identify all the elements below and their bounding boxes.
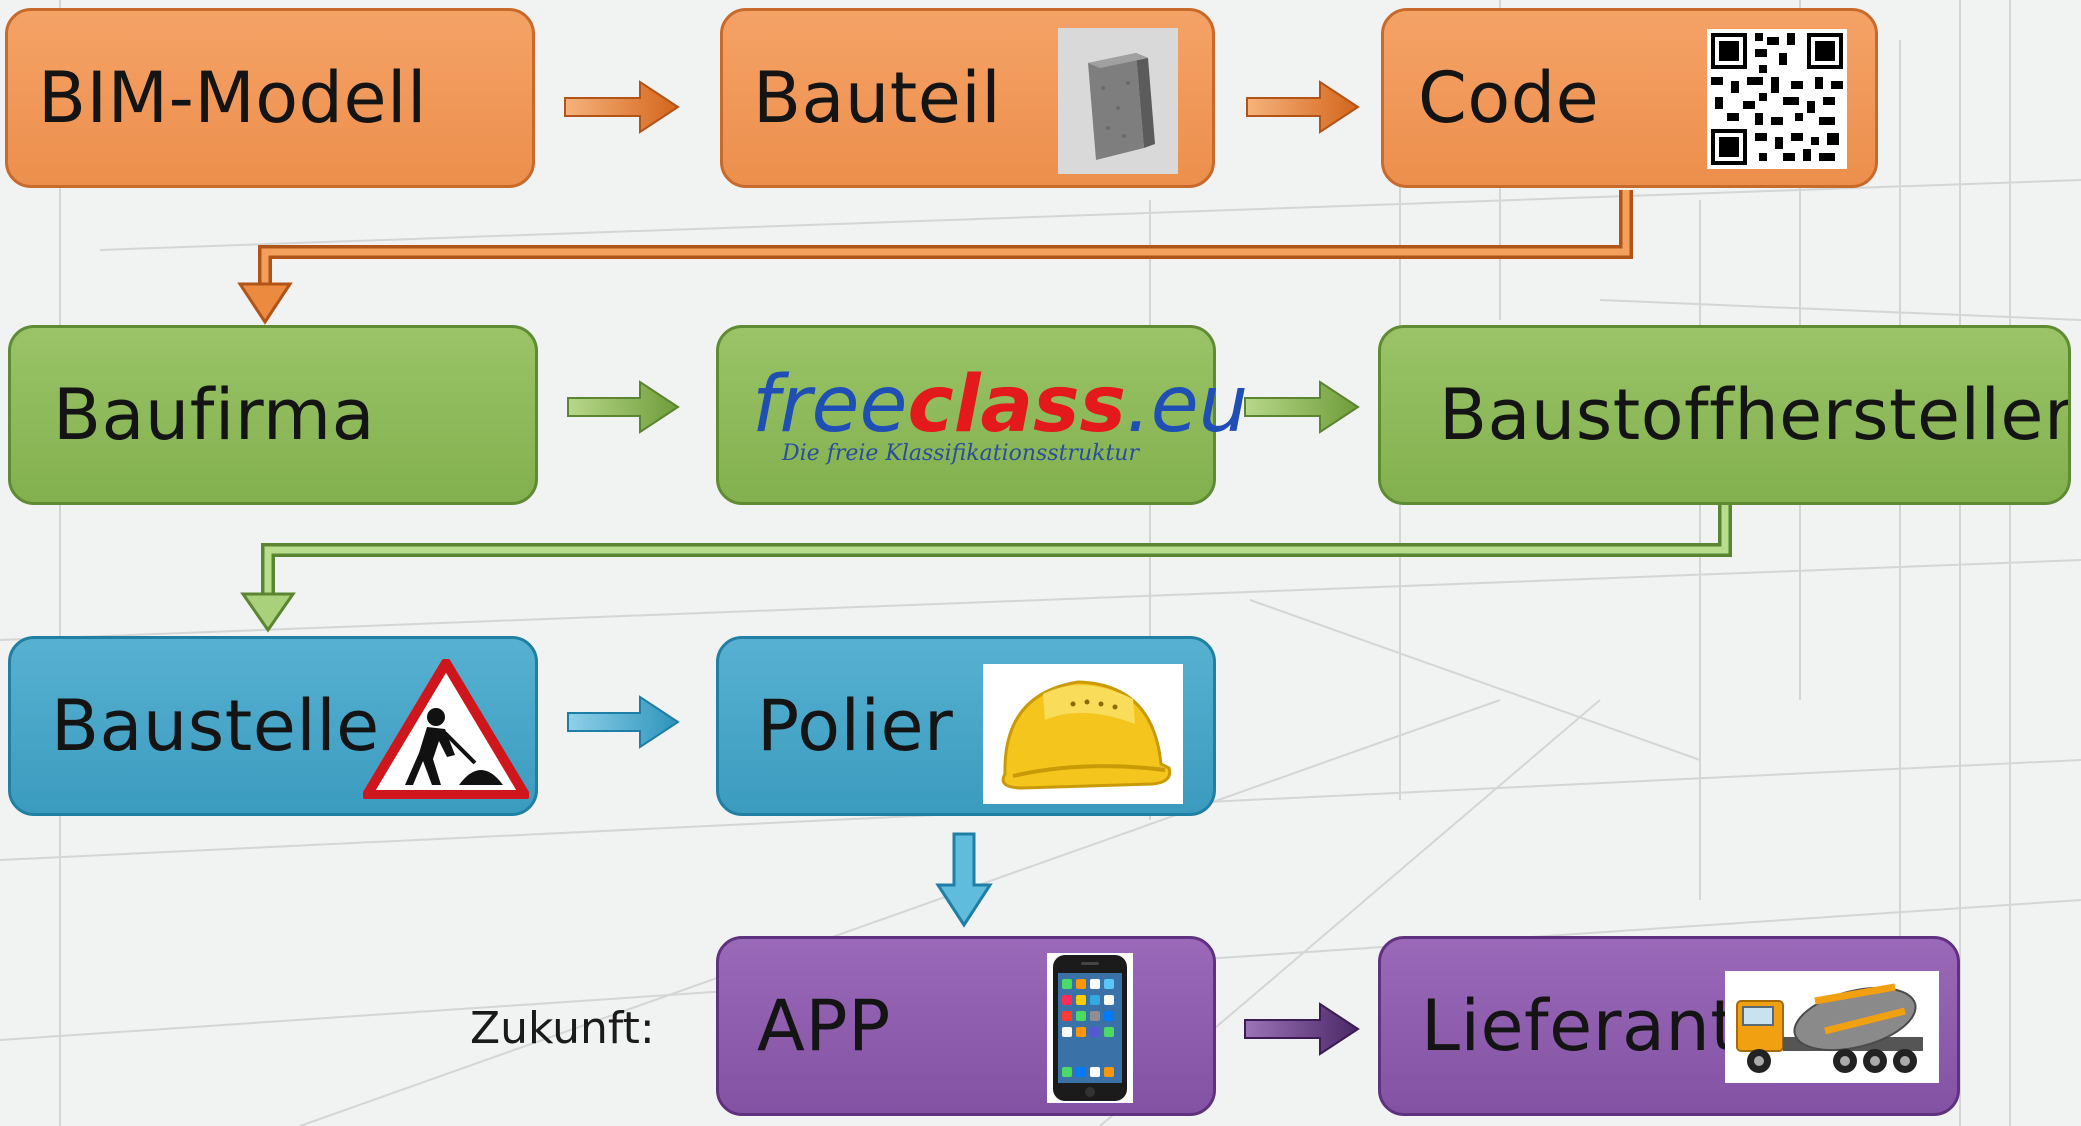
baustoffhersteller-box: Baustoffhersteller <box>1378 325 2071 505</box>
arrow-baustelle-to-polier <box>567 695 680 749</box>
app-label: APP <box>757 985 891 1067</box>
freeclass-box <box>716 325 1216 505</box>
arrow-polier-to-app <box>935 832 993 928</box>
code-box: Code <box>1381 8 1878 188</box>
freeclass-free: free <box>752 360 908 450</box>
bauteil-label: Bauteil <box>753 57 1002 139</box>
connector-code-to-baufirma <box>258 190 1633 290</box>
baufirma-label: Baufirma <box>53 374 376 456</box>
app-box: APP <box>716 936 1216 1116</box>
construction-sign-icon <box>362 658 530 800</box>
arrow-baufirma-to-freeclass <box>567 380 680 434</box>
polier-label: Polier <box>757 685 954 767</box>
freeclass-tagline: Die freie Klassifikationsstruktur <box>782 441 1139 466</box>
qr-code-icon <box>1707 29 1847 169</box>
freeclass-logo: freeclass.eu Die freie Klassifikationsst… <box>752 365 1248 475</box>
lieferant-label: Lieferant <box>1421 985 1739 1067</box>
baustelle-label: Baustelle <box>51 685 380 767</box>
bim-modell-label: BIM-Modell <box>38 57 427 139</box>
hard-hat-icon <box>983 664 1183 804</box>
lieferant-box: Lieferant <box>1378 936 1960 1116</box>
concrete-mixer-truck-icon <box>1725 971 1939 1083</box>
smartphone-icon <box>1047 953 1133 1103</box>
bauteil-box: Bauteil <box>720 8 1215 188</box>
arrow-app-to-lieferant <box>1244 1002 1360 1056</box>
bim-modell-box: BIM-Modell <box>5 8 535 188</box>
arrow-bim-to-bauteil <box>564 80 680 134</box>
freeclass-class: class <box>907 360 1126 450</box>
arrow-bauteil-to-code <box>1246 80 1360 134</box>
arrow-freeclass-to-baustoff <box>1244 380 1360 434</box>
baustoffhersteller-label: Baustoffhersteller <box>1439 374 2071 456</box>
baufirma-box: Baufirma <box>8 325 538 505</box>
code-label: Code <box>1418 57 1600 139</box>
zukunft-label: Zukunft: <box>470 1003 655 1054</box>
freeclass-eu: .eu <box>1125 360 1249 450</box>
polier-box: Polier <box>716 636 1216 816</box>
wall-panel-icon <box>1058 28 1178 174</box>
baustelle-box: Baustelle <box>8 636 538 816</box>
